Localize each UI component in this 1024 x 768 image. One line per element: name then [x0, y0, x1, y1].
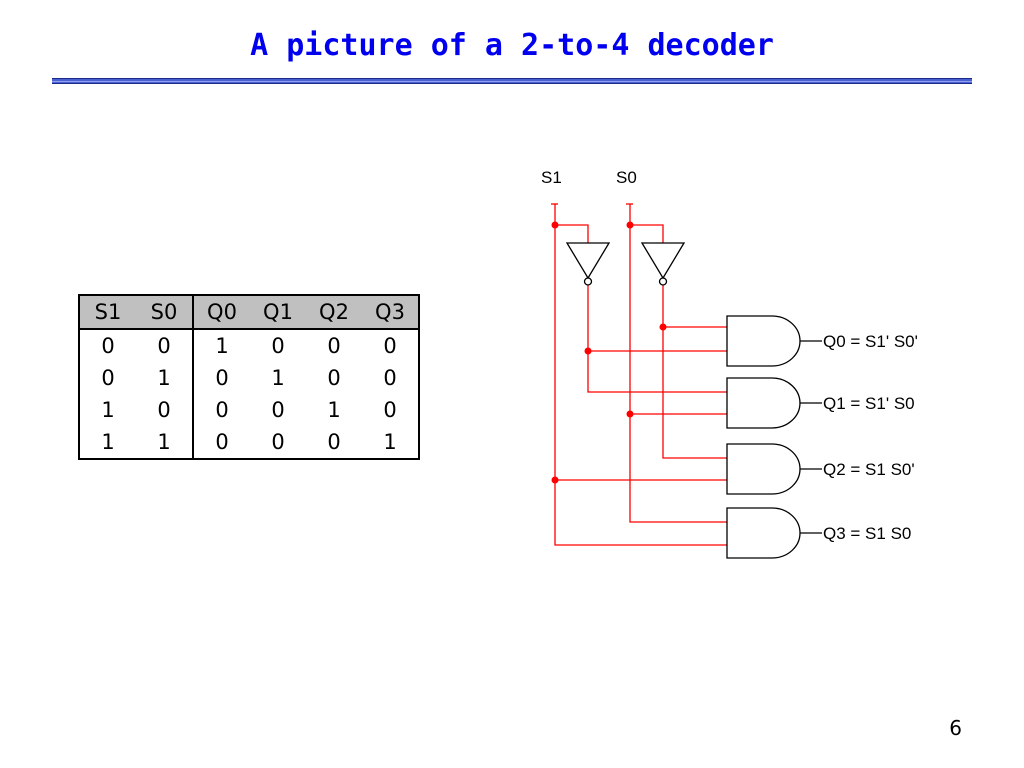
table-row: 0 1 0 1 0 0	[79, 362, 419, 394]
header-q2: Q2	[306, 295, 362, 330]
table-cell: 0	[215, 398, 229, 422]
header-s1: S1	[79, 295, 136, 330]
header-q0: Q0	[193, 295, 250, 330]
output-lines	[800, 340, 822, 534]
table-cell: 0	[136, 329, 194, 362]
output-label-q1: Q1 = S1' S0	[823, 394, 915, 413]
table-cell: 0	[383, 398, 397, 422]
header-s0: S0	[136, 295, 194, 330]
table-cell: 0	[327, 430, 341, 454]
table-cell: 0	[271, 430, 285, 454]
and-gate-q1	[726, 377, 801, 429]
table-cell: 0	[383, 366, 397, 390]
header-q1: Q1	[250, 295, 306, 330]
table-cell: 0	[327, 334, 341, 358]
inverter-s0	[640, 242, 686, 286]
truth-table-header-row: S1 S0 Q0 Q1 Q2 Q3	[79, 295, 419, 330]
page-number: 6	[949, 716, 962, 740]
table-cell: 1	[101, 398, 115, 422]
and-gate-q0	[726, 315, 801, 367]
table-cell: 1	[383, 430, 397, 454]
input-label-s0: S0	[616, 168, 637, 187]
table-cell: 1	[271, 366, 285, 390]
output-label-q0: Q0 = S1' S0'	[823, 332, 918, 351]
table-row: 1 1 0 0 0 1	[79, 426, 419, 459]
table-cell: 1	[327, 398, 341, 422]
and-gate-q3	[726, 507, 801, 559]
table-cell: 0	[215, 430, 229, 454]
wire-network	[551, 203, 727, 546]
header-q3: Q3	[362, 295, 419, 330]
table-cell: 0	[271, 334, 285, 358]
output-label-q3: Q3 = S1 S0	[823, 524, 911, 543]
table-row: 1 0 0 0 1 0	[79, 394, 419, 426]
truth-table: S1 S0 Q0 Q1 Q2 Q3 0 0 1 0 0 0 0 1 0 1 0 …	[78, 294, 420, 460]
table-cell: 0	[327, 366, 341, 390]
table-cell: 0	[136, 394, 194, 426]
table-cell: 0	[215, 366, 229, 390]
wire-junctions	[551, 221, 667, 484]
title-underline	[52, 78, 972, 84]
table-cell: 1	[215, 334, 229, 358]
output-label-q2: Q2 = S1 S0'	[823, 460, 915, 479]
table-cell: 1	[136, 426, 194, 459]
inverter-s1	[565, 242, 611, 286]
table-cell: 0	[101, 366, 115, 390]
and-gate-q2	[726, 443, 801, 495]
slide-title: A picture of a 2-to-4 decoder	[250, 28, 774, 63]
table-cell: 0	[101, 334, 115, 358]
table-cell: 0	[383, 334, 397, 358]
input-label-s1: S1	[541, 168, 562, 187]
table-row: 0 0 1 0 0 0	[79, 329, 419, 362]
table-cell: 1	[101, 430, 115, 454]
table-cell: 1	[136, 362, 194, 394]
table-cell: 0	[271, 398, 285, 422]
